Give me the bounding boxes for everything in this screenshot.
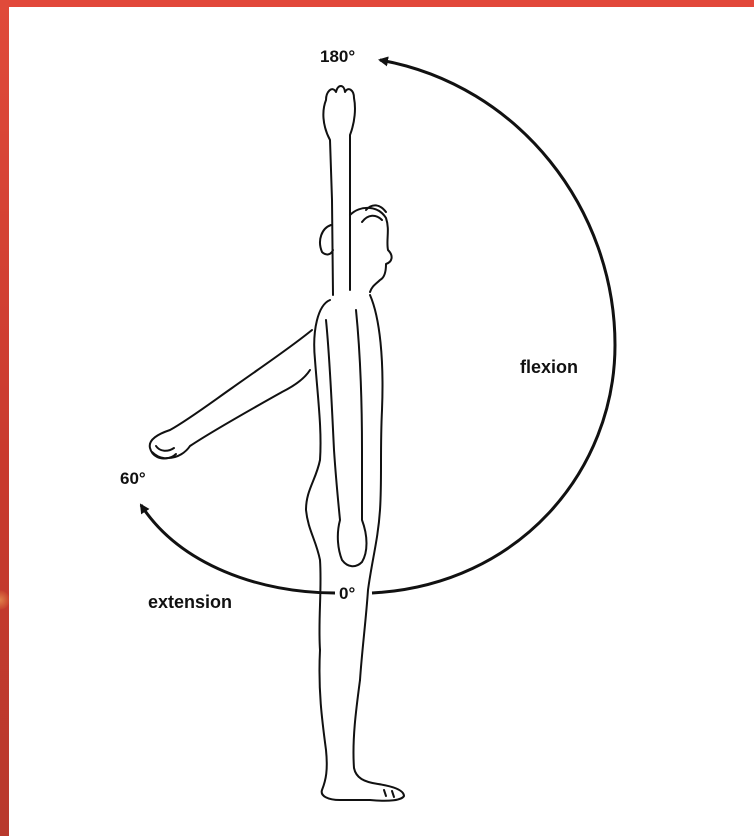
toes — [384, 790, 394, 797]
extension-arc — [141, 505, 335, 593]
side-arm — [326, 310, 367, 566]
angle-label-60: 60° — [120, 470, 146, 487]
extended-arm — [150, 330, 312, 459]
angle-label-0: 0° — [339, 585, 355, 602]
extension-label: extension — [148, 593, 232, 611]
torso-back — [306, 300, 330, 650]
raised-arm — [323, 86, 355, 295]
human-figure — [150, 86, 404, 801]
head — [320, 208, 392, 292]
front-leg — [353, 680, 404, 801]
angle-label-180: 180° — [320, 48, 355, 65]
flexion-arc — [372, 60, 615, 593]
torso-front — [360, 295, 383, 680]
flexion-label: flexion — [520, 358, 578, 376]
back-leg — [319, 650, 370, 800]
